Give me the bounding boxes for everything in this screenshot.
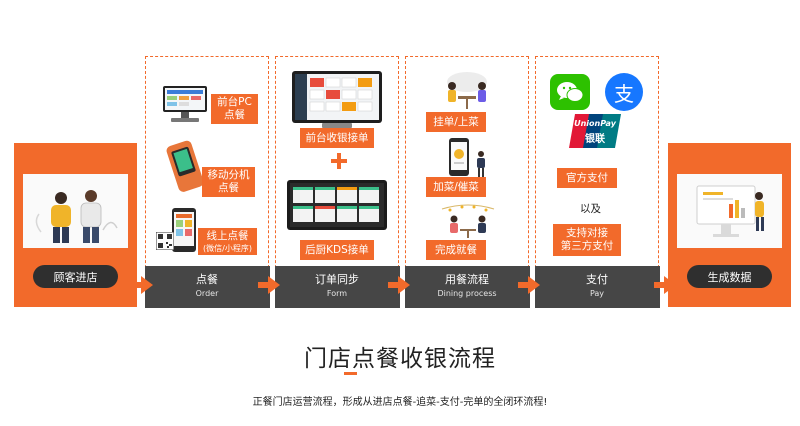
dashboard-illustration xyxy=(677,174,782,248)
pay-title: 支付 xyxy=(586,273,608,286)
page-title: 门店点餐收银流程 xyxy=(304,346,496,372)
generate-data-label: 生成数据 xyxy=(687,265,772,288)
finish-dining-label: 完成就餐 xyxy=(435,243,477,256)
flow-arrow-2 xyxy=(258,276,280,294)
mobile-order-line1: 移动分机 xyxy=(207,169,250,181)
dining-phone-image xyxy=(449,138,469,176)
flow-arrow-3 xyxy=(388,276,410,294)
order-title: 点餐 xyxy=(196,273,218,286)
cashier-tag: 前台收银接单 xyxy=(300,128,374,148)
generate-data-box: 生成数据 xyxy=(668,143,791,307)
official-pay-label: 官方支付 xyxy=(566,171,608,184)
unionpay-en: UnionPay xyxy=(574,119,616,128)
cashier-monitor-image xyxy=(292,71,382,129)
pay-band: 支付 Pay xyxy=(534,266,660,308)
flow-arrow-1 xyxy=(131,276,153,294)
pc-order-line1: 前台PC xyxy=(217,96,252,108)
customers-illustration xyxy=(23,174,128,248)
online-order-line2: (微信/小程序) xyxy=(203,243,252,253)
and-text: 以及 xyxy=(580,203,601,215)
plus-icon xyxy=(331,153,347,169)
flow-arrow-5 xyxy=(654,276,676,294)
qr-code-icon xyxy=(155,231,175,251)
form-subtitle: Form xyxy=(326,289,348,298)
hang-serve-label: 挂单/上菜 xyxy=(433,115,479,128)
page-subtitle: 正餐门店运营流程，形成从进店点餐-追菜-支付-完单的全闭环流程! xyxy=(252,397,548,408)
online-order-tag: 线上点餐(微信/小程序) xyxy=(198,228,257,255)
unionpay-zh: 银联 xyxy=(585,134,605,145)
pc-terminal-image xyxy=(157,86,213,124)
mobile-order-tag: 移动分机点餐 xyxy=(202,167,255,197)
finish-dining-tag: 完成就餐 xyxy=(426,240,486,260)
handheld-terminal-image xyxy=(166,140,206,194)
customer-enter-box: 顾客进店 xyxy=(14,143,137,307)
add-urge-tag: 加菜/催菜 xyxy=(426,177,486,197)
online-order-line1: 线上点餐 xyxy=(206,229,249,242)
third-party-pay-tag: 支持对接第三方支付 xyxy=(553,224,621,256)
official-pay-tag: 官方支付 xyxy=(557,168,617,188)
third-pay-line1: 支持对接 xyxy=(566,227,608,239)
alipay-glyph: 支 xyxy=(614,81,634,106)
form-band: 订单同步 Form xyxy=(274,266,400,308)
customer-enter-label: 顾客进店 xyxy=(33,265,118,288)
alipay-icon: 支 xyxy=(605,73,643,111)
mobile-order-line2: 点餐 xyxy=(218,182,239,194)
dining-illustration-1 xyxy=(440,68,494,112)
pc-order-line2: 点餐 xyxy=(223,109,245,121)
phone-miniprogram-image xyxy=(172,208,196,252)
dining-band: 用餐流程 Dining process xyxy=(404,266,530,308)
dining-illustration-2 xyxy=(440,203,496,239)
order-subtitle: Order xyxy=(195,289,219,298)
kds-tag: 后厨KDS接单 xyxy=(300,240,374,260)
form-title: 订单同步 xyxy=(315,273,359,286)
dining-subtitle: Dining process xyxy=(437,289,497,298)
cashier-tag-label: 前台收银接单 xyxy=(305,131,369,144)
unionpay-icon: UnionPay 银联 xyxy=(569,114,621,148)
flow-arrow-4 xyxy=(518,276,540,294)
hang-serve-tag: 挂单/上菜 xyxy=(426,112,486,132)
order-band: 点餐 Order xyxy=(144,266,270,308)
waiter-figure-icon xyxy=(474,150,488,178)
kds-tag-label: 后厨KDS接单 xyxy=(305,243,369,256)
pay-subtitle: Pay xyxy=(589,289,605,298)
title-accent-bar xyxy=(344,372,357,375)
dining-title: 用餐流程 xyxy=(445,273,489,286)
third-pay-line2: 第三方支付 xyxy=(560,240,614,252)
kds-screen-image xyxy=(287,180,387,234)
wechat-pay-icon xyxy=(550,74,590,110)
add-urge-label: 加菜/催菜 xyxy=(433,180,479,193)
